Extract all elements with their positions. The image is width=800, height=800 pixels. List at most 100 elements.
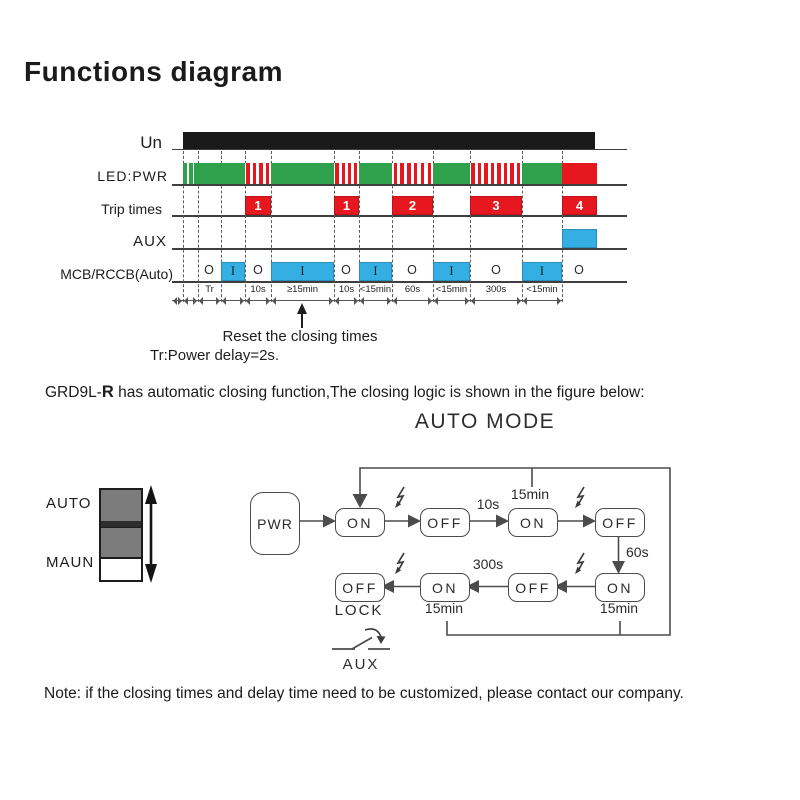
- flow-label: 60s: [626, 544, 649, 560]
- dim-arrow-right: [266, 296, 270, 305]
- dashed-line: [245, 151, 246, 302]
- led-blink-stripe: [497, 163, 501, 184]
- led-segment: [183, 163, 187, 184]
- tr-delay-note: Tr:Power delay=2s.: [150, 347, 280, 364]
- dim-label: <15min: [359, 284, 392, 295]
- row-label-led-pwr: LED:PWR: [97, 168, 168, 184]
- aux-signal-box: [562, 229, 597, 248]
- dim-arrow-left: [222, 296, 226, 305]
- dashed-line: [183, 151, 184, 302]
- flow-label: 10s: [476, 496, 500, 512]
- dim-line: [183, 300, 198, 302]
- led-blink-stripe: [265, 163, 270, 184]
- reset-note: Reset the closing times: [222, 328, 378, 345]
- un-baseline: [172, 148, 627, 151]
- lightning-icon: [395, 486, 405, 508]
- switch-rocker-up[interactable]: [101, 490, 141, 521]
- lightning-icon: [575, 552, 585, 574]
- led-segment: [562, 163, 597, 184]
- flow-box-on3: ON: [420, 573, 470, 602]
- arrow-up-icon: [145, 485, 157, 504]
- led-blink-section: [245, 163, 271, 184]
- dim-label: 300s: [485, 284, 507, 295]
- dashed-line: [433, 151, 434, 302]
- flow-box-on1: ON: [335, 508, 385, 537]
- page-title: Functions diagram: [24, 56, 283, 87]
- dim-arrow-right: [329, 296, 333, 305]
- dim-arrow-right: [517, 296, 521, 305]
- dim-line: [334, 300, 359, 302]
- mcb-open-label: O: [253, 263, 263, 277]
- description-text: has automatic closing function,The closi…: [113, 384, 645, 401]
- dim-arrow-right: [178, 296, 182, 305]
- led-blink-stripe: [335, 163, 339, 184]
- dim-arrow-left: [523, 296, 527, 305]
- led-blink-section: [334, 163, 359, 184]
- dashed-line: [392, 151, 393, 302]
- mcb-closed-box: I: [522, 262, 562, 281]
- led-blink-stripe: [427, 163, 432, 184]
- bottom-note: Note: if the closing times and delay tim…: [44, 685, 684, 702]
- led-blink-stripe: [414, 163, 418, 184]
- trip-count-box: 2: [392, 196, 433, 215]
- un-power-bar: [183, 132, 595, 149]
- arrow-down-icon: [145, 564, 157, 583]
- dashed-line: [221, 151, 222, 302]
- flow-box-off3: OFF: [335, 573, 385, 602]
- dim-line: [433, 300, 470, 302]
- flow-box-off4: OFF: [508, 573, 558, 602]
- mcb-closed-box: I: [221, 262, 245, 281]
- led-segment: [271, 163, 334, 184]
- dim-label: 10s: [250, 284, 266, 295]
- led-blink-stripe: [354, 163, 358, 184]
- led-blink-stripe: [490, 163, 495, 184]
- mcb-baseline: [172, 281, 627, 283]
- dim-line: [245, 300, 271, 302]
- led-blink-stripe: [252, 163, 257, 184]
- dashed-line: [562, 151, 563, 302]
- dim-arrow-right: [216, 296, 220, 305]
- dim-line: [271, 300, 334, 302]
- mode-switch[interactable]: [99, 488, 143, 582]
- dim-line: [198, 300, 221, 302]
- switch-rocker-down[interactable]: [101, 527, 141, 559]
- dim-label: <15min: [526, 284, 558, 295]
- dim-arrow-right: [465, 296, 469, 305]
- dim-line: [221, 300, 245, 302]
- trip-count-box: 4: [562, 196, 597, 215]
- dim-arrow-right: [354, 296, 358, 305]
- dim-arrow-left: [393, 296, 397, 305]
- flow-label: 15min: [510, 486, 550, 502]
- dashed-line: [198, 151, 199, 302]
- led-blink-stripe: [503, 163, 508, 184]
- led-blink-section: [392, 163, 433, 184]
- arrow-down-icon: [352, 494, 368, 508]
- switch-label-auto: AUTO: [46, 495, 92, 512]
- dim-arrow-left: [471, 296, 475, 305]
- dim-label: 60s: [404, 284, 421, 295]
- dashed-line: [271, 151, 272, 302]
- dim-arrow-right: [428, 296, 432, 305]
- aux-switch-icon: [332, 628, 390, 650]
- switch-divider: [101, 521, 141, 527]
- aux-baseline: [172, 248, 627, 250]
- mcb-closed-box: I: [271, 262, 334, 281]
- led-blink-stripe: [400, 163, 404, 184]
- flow-box-pwr: PWR: [250, 492, 300, 555]
- led-segment: [189, 163, 193, 184]
- led-blink-stripe: [420, 163, 425, 184]
- model-variant: R: [101, 383, 114, 401]
- flow-label: 300s: [472, 556, 504, 572]
- switch-label-maun: MAUN: [46, 554, 95, 571]
- dim-arrow-right: [240, 296, 244, 305]
- dim-arrow-left: [434, 296, 438, 305]
- row-label-mcb-rccb: MCB/RCCB(Auto): [60, 266, 173, 282]
- led-blink-stripe: [516, 163, 521, 184]
- description-line: GRD9L-R has automatic closing function,T…: [45, 383, 645, 402]
- led-blink-stripe: [259, 163, 263, 184]
- flow-box-on2: ON: [508, 508, 558, 537]
- mcb-open-label: O: [574, 263, 584, 277]
- dim-arrow-left: [246, 296, 250, 305]
- dim-arrow-left: [199, 296, 203, 305]
